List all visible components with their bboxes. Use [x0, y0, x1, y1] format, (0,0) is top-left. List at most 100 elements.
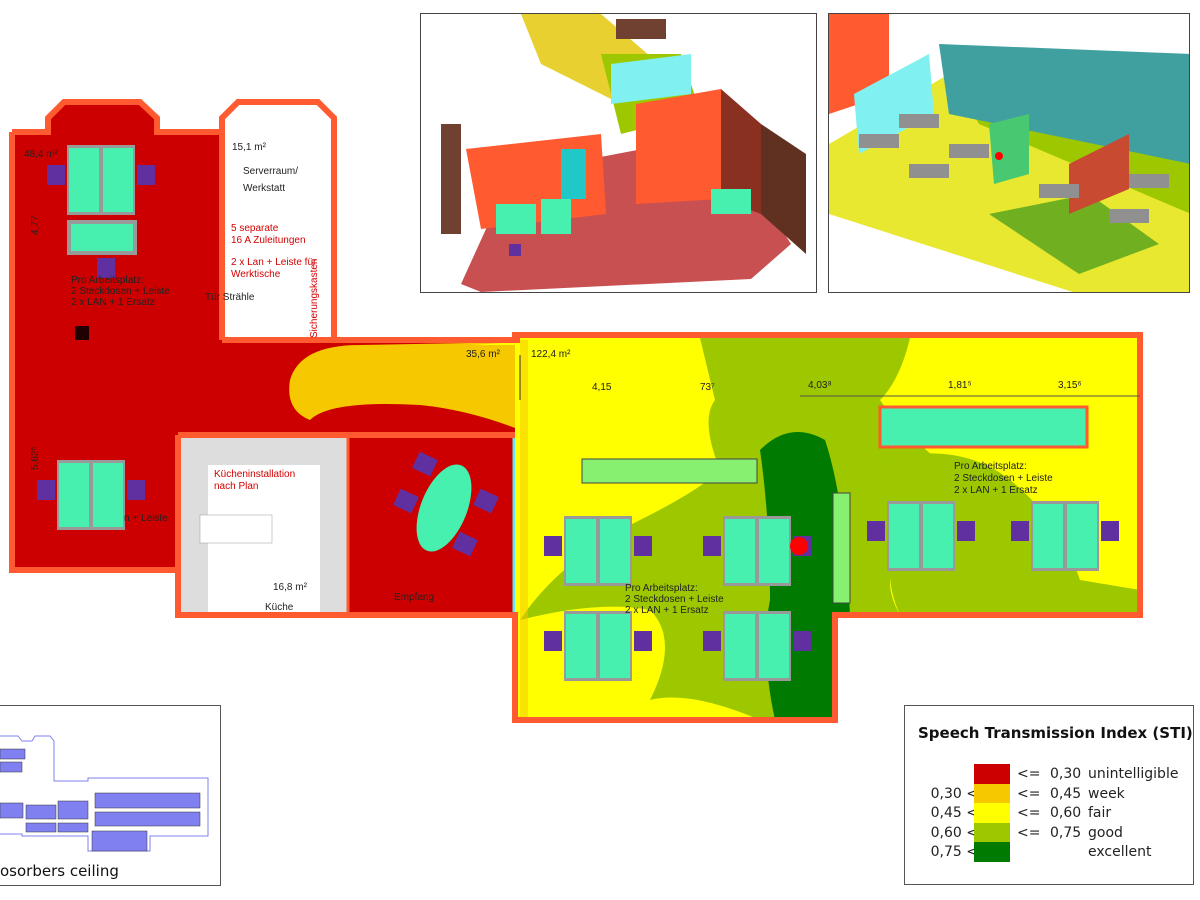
sti-legend: Speech Transmission Index (STI) <= 0,30 …	[904, 705, 1194, 885]
conference-table	[416, 464, 472, 552]
area-label: 16,8 m²	[273, 582, 308, 593]
desk-top	[103, 148, 133, 212]
legend-low: 0,75 <	[930, 844, 978, 860]
sti-zone-good	[520, 338, 952, 720]
room-name: Empfang	[394, 592, 434, 603]
chair	[37, 480, 55, 500]
chair	[544, 631, 562, 651]
legend-row: 0,60 < <= 0,75 good	[905, 822, 1193, 843]
legend-high: 0,45	[1050, 785, 1082, 802]
legend-name: week	[1088, 785, 1125, 802]
chair	[127, 480, 145, 500]
chair	[867, 521, 885, 541]
chair	[1101, 521, 1119, 541]
cabinet	[581, 458, 758, 484]
legend-swatch	[974, 803, 1010, 823]
room-name: Serverraum/	[243, 166, 298, 177]
dimension-label: 4,77	[30, 215, 41, 235]
dimension-label: 73⁷	[700, 382, 715, 393]
legend-low: 0,30 <	[930, 785, 978, 802]
dimension-label: 4,15	[592, 382, 612, 393]
note-line: 2 Steckdosen + Leiste	[954, 473, 1053, 484]
legend-row: 0,45 < <= 0,60 fair	[905, 803, 1193, 823]
desk	[564, 516, 632, 586]
desk-top	[69, 148, 99, 212]
desk-top	[923, 504, 953, 568]
desk	[1031, 501, 1099, 571]
legend-swatch	[974, 783, 1010, 804]
chair	[137, 165, 155, 185]
legend-row: <= 0,30 unintelligible	[905, 764, 1193, 784]
sti-zone-excellent	[760, 432, 850, 720]
legend-name: excellent	[1088, 844, 1152, 860]
room-name: Werkstatt	[243, 183, 285, 194]
note-line: 2 x LAN + 1 Ersatz	[71, 297, 155, 308]
note-line: 2 x LAN + 1 Ersatz	[625, 605, 709, 616]
chair	[544, 536, 562, 556]
legend-low: 0,45 <	[930, 805, 978, 821]
side-label: Sicherungskasten	[309, 259, 320, 339]
dimension-label: 1,81⁵	[948, 380, 972, 391]
area-label: 15,1 m²	[232, 142, 267, 153]
chair	[634, 536, 652, 556]
chair	[703, 536, 721, 556]
note-line: n + Leiste	[124, 513, 168, 524]
chair	[97, 258, 115, 278]
note-line: 16 A Zuleitungen	[231, 235, 306, 246]
desk-top	[725, 519, 755, 583]
partition	[832, 492, 851, 604]
note-line: 5 separate	[231, 223, 279, 234]
3d-render-right	[829, 14, 1189, 292]
legend-swatch	[974, 764, 1010, 784]
desk	[887, 501, 955, 571]
note-line: 2 Steckdosen + Leiste	[625, 594, 724, 605]
legend-op: <=	[1017, 824, 1041, 841]
legend-low: 0,60 <	[930, 824, 978, 841]
legend-row: 0,75 < excellent	[905, 842, 1193, 862]
legend-high: 0,30	[1050, 766, 1082, 782]
room-reception	[346, 433, 516, 617]
note-line: Pro Arbeitsplatz:	[625, 583, 698, 594]
legend-swatch	[974, 822, 1010, 843]
wall	[219, 99, 337, 340]
door-label: Tür Strähle	[205, 292, 255, 303]
room-kitchen	[178, 435, 348, 615]
note-line: Pro Arbeitsplatz:	[954, 461, 1027, 472]
desk-top	[1067, 504, 1097, 568]
chair	[703, 631, 721, 651]
chair	[47, 165, 65, 185]
dimension-label: 3,15⁶	[1058, 380, 1082, 391]
desk-top	[759, 614, 789, 678]
absorber-minimap: osorbers ceiling	[0, 705, 221, 886]
note-line: 2 x Lan + Leiste für	[231, 257, 317, 268]
note-line: Kücheninstallation	[214, 469, 295, 480]
area-label: 48,4 m²	[24, 149, 59, 160]
desk-top	[59, 463, 89, 527]
legend-op: <=	[1017, 785, 1041, 802]
room-server	[222, 102, 334, 340]
desk	[723, 611, 791, 681]
cabinet	[878, 405, 1089, 449]
legend-row: 0,30 < <= 0,45 week	[905, 783, 1193, 804]
desk-top	[71, 224, 133, 251]
room-open-office	[515, 335, 1140, 720]
desk-top	[1033, 504, 1063, 568]
note-line: Pro Arbeitsplatz:	[71, 275, 144, 286]
desk	[723, 516, 791, 586]
chair	[634, 631, 652, 651]
area-label: 35,6 m²	[466, 349, 501, 360]
wall	[12, 99, 222, 135]
desk	[57, 460, 125, 530]
note-line: 2 Steckdosen + Leiste	[71, 286, 170, 297]
3d-render-left	[441, 14, 806, 292]
sti-zone-fair-corridor	[289, 342, 520, 430]
absorber-layout	[0, 735, 209, 852]
desk	[67, 145, 135, 215]
note-line: 2 x LAN + 1 Ersatz	[954, 485, 1038, 496]
desk	[67, 220, 137, 255]
area-label: 122,4 m²	[531, 349, 571, 360]
sound-source-marker	[790, 537, 808, 555]
desk-top	[566, 519, 596, 583]
legend-high: 0,60	[1050, 805, 1082, 821]
desk-top	[725, 614, 755, 678]
